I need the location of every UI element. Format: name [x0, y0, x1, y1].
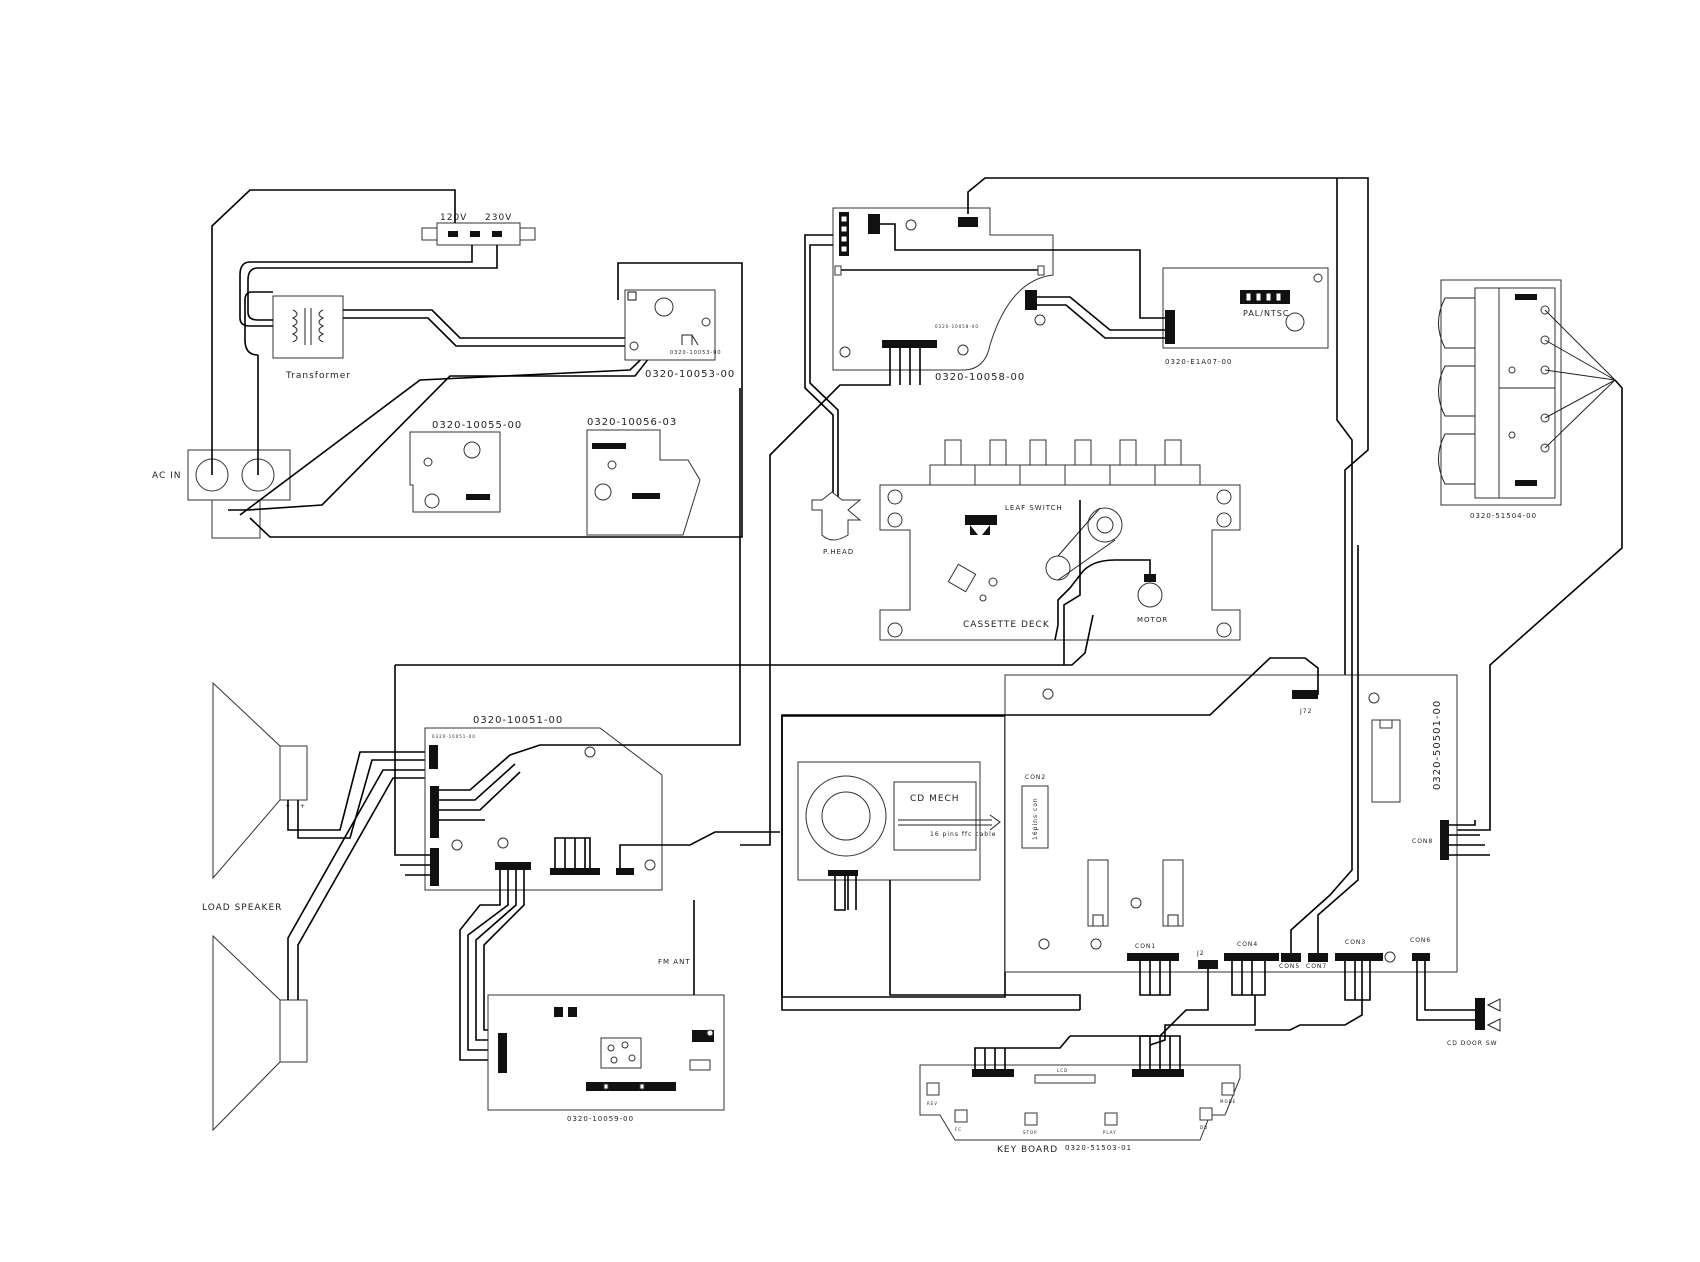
label-con2: CON2 [1025, 774, 1046, 781]
board-10056: 0320-10056-03 [586, 417, 701, 536]
label-key-stop: STOP [1023, 1130, 1038, 1135]
label-ac-in: AC IN [152, 471, 182, 481]
label-board-10056: 0320-10056-03 [587, 417, 677, 428]
cd-mechanism: CD MECH 16 pins ffc cable [797, 761, 1001, 881]
label-16pins-con: 16pins con [1032, 797, 1039, 840]
label-key-play: PLAY [1103, 1130, 1117, 1135]
label-con3: CON3 [1345, 939, 1366, 946]
label-ffc-cable: 16 pins ffc cable [930, 831, 996, 838]
svg-text:+: + [300, 803, 306, 810]
playback-head: P.HEAD [811, 491, 862, 556]
label-cassette-deck: CASSETTE DECK [963, 620, 1050, 630]
label-j2: J2 [1196, 950, 1205, 957]
label-con8: CON8 [1412, 838, 1433, 845]
label-board-10055: 0320-10055-00 [432, 420, 522, 431]
label-board-10059: 0320-10059-00 [567, 1115, 634, 1123]
label-load-speaker: LOAD SPEAKER [202, 903, 282, 913]
board-50501: J72 CON2 16pins con 0320-50501-00 CON8 C… [1004, 674, 1458, 973]
label-con7: CON7 [1306, 963, 1327, 970]
label-motor: MOTOR [1137, 616, 1168, 624]
label-con5: CON5 [1279, 963, 1300, 970]
cassette-deck: LEAF SWITCH CASSETTE DECK MOTOR [879, 439, 1241, 641]
label-transformer: Transformer [285, 371, 351, 381]
label-230v: 230V [485, 213, 512, 223]
board-10051: 0320-10051-00 0320-10051-00 [424, 715, 663, 891]
loudspeaker-top: + + [212, 681, 308, 880]
label-key-mode: MODE [1220, 1099, 1236, 1104]
label-key-dd: DD [1200, 1125, 1208, 1130]
label-key-rev: REV [927, 1101, 938, 1106]
label-cd-mech: CD MECH [910, 794, 960, 804]
label-board-e1a07: 0320-E1A07-00 [1165, 358, 1232, 366]
cd-door-switch: CD DOOR SW [1447, 998, 1501, 1047]
label-120v: 120V [440, 213, 467, 223]
board-10055: 0320-10055-00 [409, 420, 522, 513]
keyboard-board: LCD REV FC STOP PLAY DD MODE KEY BOARD 0… [919, 1064, 1241, 1155]
label-key-fc: FC [955, 1127, 962, 1132]
label-pal-ntsc: PAL/NTSC [1243, 309, 1289, 318]
label-con4: CON4 [1237, 941, 1258, 948]
label-con6: CON6 [1410, 937, 1431, 944]
board-10059: 0320-10059-00 [487, 994, 725, 1123]
board-10053: 0320-10053-00 0320-10053-00 [624, 289, 735, 380]
label-phead: P.HEAD [823, 548, 854, 556]
svg-text:0320-10058-00: 0320-10058-00 [935, 324, 979, 329]
label-board-51504: 0320-51504-00 [1470, 512, 1537, 520]
label-con1: CON1 [1135, 943, 1156, 950]
label-board-51503: 0320-51503-01 [1065, 1144, 1132, 1152]
label-leaf-switch: LEAF SWITCH [1005, 504, 1063, 512]
board-10053-silk: 0320-10053-00 [670, 350, 722, 356]
fm-antenna: FM ANT [658, 900, 695, 995]
label-cd-door-sw: CD DOOR SW [1447, 1040, 1498, 1047]
board-51504: 0320-51504-00 [1438, 279, 1562, 520]
board-10058: 0320-10058-00 0320-10058-00 [832, 207, 1054, 383]
label-board-10058: 0320-10058-00 [935, 372, 1025, 383]
label-fm-ant: FM ANT [658, 958, 691, 966]
label-board-50501: 0320-50501-00 [1432, 700, 1443, 790]
board-e1a07: PAL/NTSC 0320-E1A07-00 [1162, 267, 1329, 366]
deck-buttons [929, 439, 1201, 486]
label-board-10053: 0320-10053-00 [645, 369, 735, 380]
label-board-10051: 0320-10051-00 [473, 715, 563, 726]
label-key-board: KEY BOARD [997, 1145, 1058, 1155]
label-j72: J72 [1299, 708, 1312, 715]
label-lcd: LCD [1057, 1068, 1068, 1073]
loudspeaker-bottom [212, 934, 308, 1132]
svg-text:0320-10051-00: 0320-10051-00 [432, 734, 476, 739]
voltage-selector: 120V 230V [421, 213, 536, 246]
transformer: Transformer [272, 295, 351, 381]
